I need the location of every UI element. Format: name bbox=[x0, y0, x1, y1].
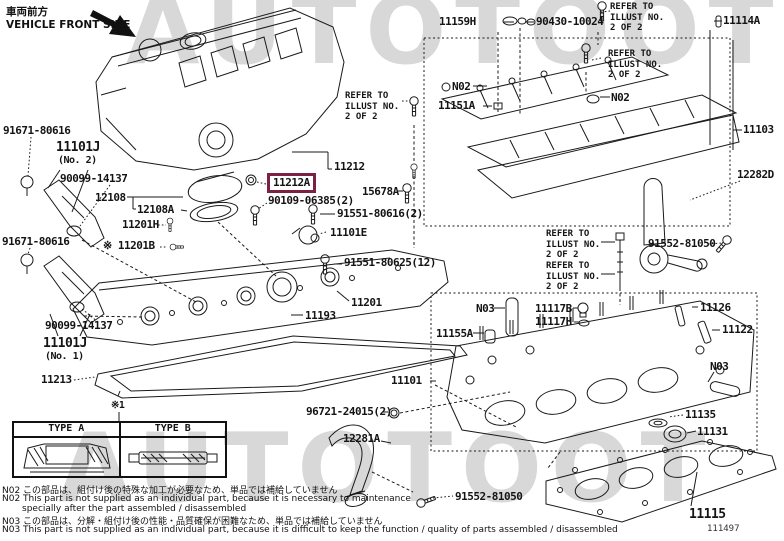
part-label-11114a[interactable]: 11114A bbox=[723, 14, 760, 27]
watermark-top: AUTOTOOT bbox=[126, 0, 783, 86]
part-label-1: ※1 bbox=[111, 400, 125, 411]
part-label-11151a[interactable]: 11151A bbox=[438, 99, 475, 112]
cylinder-head-drawing bbox=[446, 290, 755, 444]
part-label-12108[interactable]: 12108 bbox=[95, 191, 126, 204]
footnote: specially after the part assembled / dis… bbox=[22, 504, 247, 514]
part-label-96721-24015-2[interactable]: 96721-24015(2) bbox=[306, 405, 392, 418]
leader-lines bbox=[47, 20, 742, 507]
footnote: N03 この部品は、分解・組付け後の性能・品質確保が困難なため、単品では補給して… bbox=[2, 517, 383, 527]
part-label-11155a[interactable]: 11155A bbox=[436, 327, 473, 340]
part-label-91671-80616[interactable]: 91671-80616 bbox=[3, 124, 71, 137]
cam-housing-drawing bbox=[440, 16, 740, 199]
part-label-11101j[interactable]: 11101J bbox=[56, 140, 100, 155]
part-label-91552-81050[interactable]: 91552-81050 bbox=[455, 490, 523, 503]
part-label-11212[interactable]: 11212 bbox=[334, 160, 365, 173]
part-label-11101e[interactable]: 11101E bbox=[330, 226, 367, 239]
doc-number: 111497 bbox=[707, 524, 740, 534]
footnote: N02 この部品は、組付け後の特殊な加工が必要なため、単品では補給していません bbox=[2, 486, 338, 496]
part-label-91551-80616-2[interactable]: 91551-80616(2) bbox=[337, 207, 423, 220]
refer-note: REFER TO ILLUST NO. 2 OF 2 bbox=[546, 261, 601, 293]
sensor-drawing bbox=[291, 225, 320, 245]
refer-note: REFER TO ILLUST NO. 2 OF 2 bbox=[546, 229, 601, 261]
valve-cover-drawing bbox=[72, 174, 449, 346]
part-label-11131[interactable]: 11131 bbox=[697, 425, 728, 438]
part-label-91551-80625-12[interactable]: 91551-80625(12) bbox=[344, 256, 436, 269]
type-legend-header: TYPE A TYPE B bbox=[14, 423, 225, 438]
part-label-91671-80616[interactable]: 91671-80616 bbox=[2, 235, 70, 248]
refer-note: REFER TO ILLUST NO. 2 OF 2 bbox=[345, 91, 400, 123]
part-label-n02: N02 bbox=[611, 91, 630, 104]
part-label-11212a[interactable]: 11212A bbox=[267, 173, 316, 193]
part-label-no-2: (No. 2) bbox=[58, 155, 97, 166]
part-label-12108a[interactable]: 12108A bbox=[137, 203, 174, 216]
dotted-leader-lines bbox=[27, 10, 741, 499]
part-label-11122[interactable]: 11122 bbox=[722, 323, 753, 336]
ignition-coil-drawings bbox=[20, 175, 105, 324]
part-label-n02: N02 bbox=[452, 80, 471, 93]
part-label-15678a[interactable]: 15678A bbox=[362, 185, 399, 198]
footnote: N03 This part is not supplied as an indi… bbox=[2, 525, 618, 535]
part-label-n03: N03 bbox=[476, 302, 495, 315]
footnote: N02 This part is not supplied as an indi… bbox=[2, 494, 411, 504]
part-label-11126[interactable]: 11126 bbox=[700, 301, 731, 314]
part-label-11193[interactable]: 11193 bbox=[305, 309, 336, 322]
part-label-11117b[interactable]: 11117B bbox=[535, 302, 572, 315]
pipe-drawing bbox=[328, 424, 375, 507]
part-label-90109-06385-2[interactable]: 90109-06385(2) bbox=[268, 194, 354, 207]
part-label-11117h[interactable]: 11117H bbox=[535, 315, 572, 328]
vehicle-front-label-en: VEHICLE FRONT SIDE bbox=[6, 19, 131, 31]
vehicle-front-label-jp: 車両前方 bbox=[6, 6, 48, 18]
assembly-boxes bbox=[423, 37, 758, 452]
part-label-91552-81050[interactable]: 91552-81050 bbox=[648, 237, 716, 250]
type-b-header: TYPE B bbox=[118, 423, 226, 436]
type-a-seal-drawing bbox=[14, 438, 119, 478]
oil-cap-drawing bbox=[187, 171, 243, 223]
part-label-11213[interactable]: 11213 bbox=[41, 373, 72, 386]
type-legend-box: TYPE A TYPE B bbox=[12, 421, 227, 478]
part-label-11103[interactable]: 11103 bbox=[743, 123, 774, 136]
part-label-11101[interactable]: 11101 bbox=[391, 374, 422, 387]
tensioner-drawing bbox=[639, 178, 708, 274]
part-label-90099-14137[interactable]: 90099-14137 bbox=[45, 319, 113, 332]
part-label-11115[interactable]: 11115 bbox=[689, 507, 726, 522]
type-b-seal-drawing bbox=[119, 438, 226, 478]
head-gasket-drawing bbox=[545, 439, 777, 523]
part-label-no-1: (No. 1) bbox=[45, 351, 84, 362]
refer-note: REFER TO ILLUST NO. 2 OF 2 bbox=[610, 2, 665, 34]
refer-note: REFER TO ILLUST NO. 2 OF 2 bbox=[608, 49, 663, 81]
part-label-12281a[interactable]: 12281A bbox=[343, 432, 380, 445]
part-label-11201h[interactable]: 11201H bbox=[122, 218, 159, 231]
part-label-11135[interactable]: 11135 bbox=[685, 408, 716, 421]
part-label-12282d[interactable]: 12282D bbox=[737, 168, 774, 181]
part-label-n03: N03 bbox=[710, 360, 729, 373]
part-label-90099-14137[interactable]: 90099-14137 bbox=[60, 172, 128, 185]
type-a-header: TYPE A bbox=[48, 423, 85, 434]
vehicle-front-arrow-icon bbox=[90, 10, 136, 37]
engine-cover-drawing bbox=[95, 7, 345, 171]
part-label-90430-10024[interactable]: 90430-10024 bbox=[536, 15, 604, 28]
cover-gasket-drawing bbox=[94, 335, 468, 399]
part-label-11159h[interactable]: 11159H bbox=[439, 15, 476, 28]
part-label-11101j[interactable]: 11101J bbox=[43, 336, 87, 351]
part-label-11201b[interactable]: ※ 11201B bbox=[103, 239, 155, 252]
part-label-11201[interactable]: 11201 bbox=[351, 296, 382, 309]
